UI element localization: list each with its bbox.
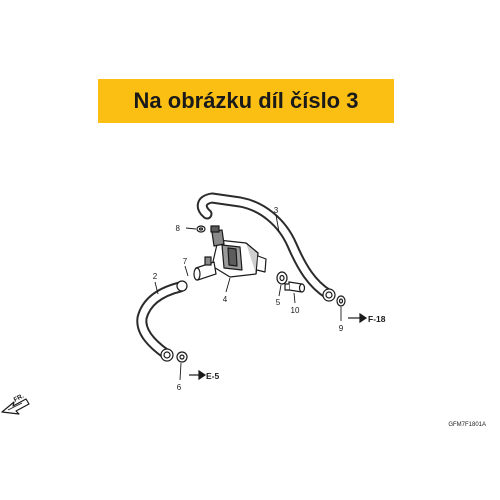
e5-arrow-icon bbox=[189, 369, 207, 381]
bolt-part-10 bbox=[284, 281, 306, 293]
f18-arrow-icon bbox=[348, 312, 368, 324]
callout-5: 5 bbox=[276, 298, 281, 307]
hose-end-fitting-lower bbox=[160, 280, 188, 362]
nozzle-part-7 bbox=[193, 256, 217, 281]
hose-end-fitting bbox=[322, 288, 336, 302]
valve-part-4 bbox=[210, 225, 267, 278]
front-label: FR. bbox=[13, 393, 26, 404]
callout-9: 9 bbox=[339, 324, 344, 333]
ref-f18: F-18 bbox=[368, 314, 386, 324]
front-arrow-icon bbox=[1, 398, 30, 415]
banner-text: Na obrázku díl číslo 3 bbox=[133, 88, 359, 113]
callout-7: 7 bbox=[183, 257, 188, 266]
drawing-code: GFM7F1801A bbox=[448, 422, 486, 428]
leader-lines bbox=[154, 214, 342, 381]
ref-e5: E-5 bbox=[206, 371, 220, 381]
highlight-banner: Na obrázku díl číslo 3 bbox=[98, 79, 394, 123]
washer-part-5 bbox=[276, 271, 288, 285]
callout-3: 3 bbox=[274, 206, 279, 215]
callout-2: 2 bbox=[153, 272, 158, 281]
callout-10: 10 bbox=[291, 306, 300, 315]
clamp-part-6 bbox=[176, 351, 188, 363]
clamp-part-9 bbox=[336, 295, 346, 307]
callout-8: 8 bbox=[176, 224, 181, 233]
connector-part-8 bbox=[196, 225, 206, 233]
hose-part-2 bbox=[136, 281, 186, 360]
hose-part-3 bbox=[196, 192, 334, 300]
callout-6: 6 bbox=[177, 383, 182, 392]
callout-4: 4 bbox=[223, 295, 228, 304]
